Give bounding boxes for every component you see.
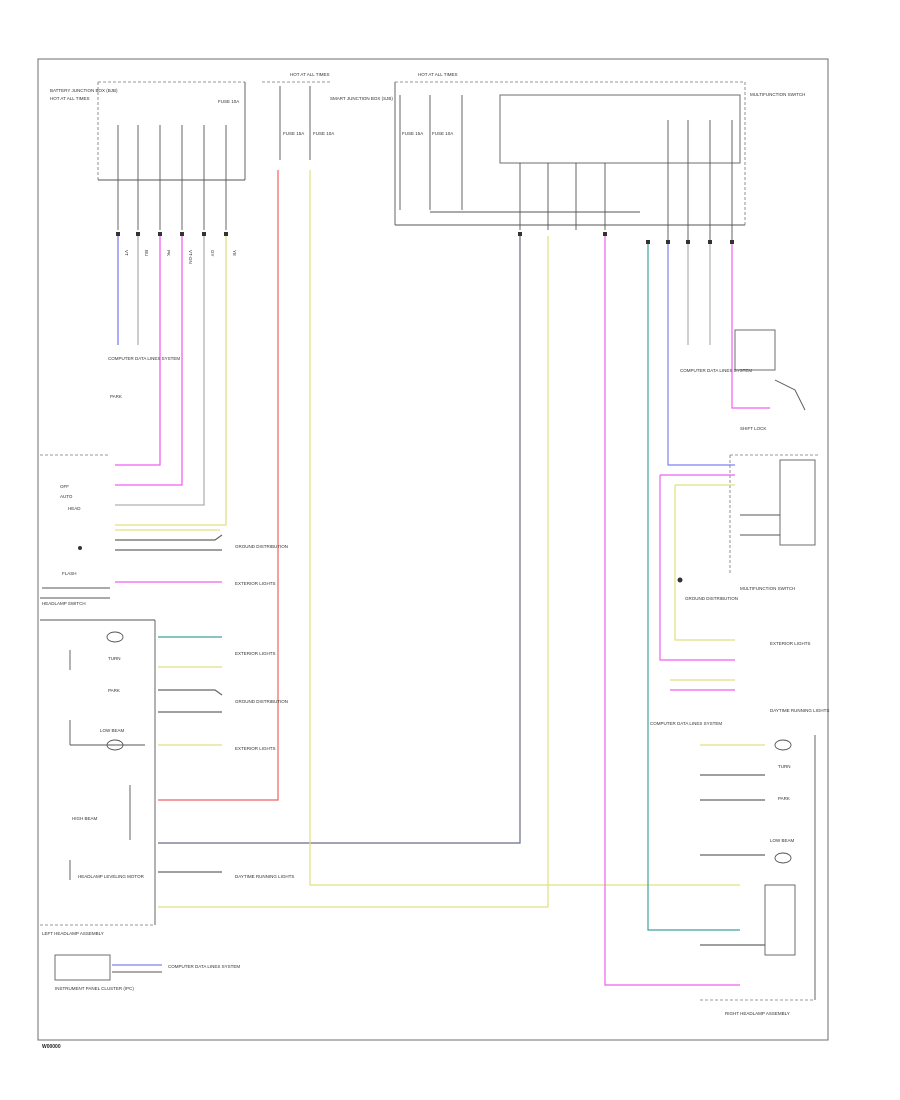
battery-junction-box: BATTERY JUNCTION BOX (BJB) HOT AT ALL TI… [50, 81, 246, 230]
switch-off-label: OFF [60, 484, 69, 489]
switch-output-wires [115, 529, 223, 583]
wire-gy: GY [210, 250, 215, 257]
ground-point [677, 577, 683, 583]
exterior-lights-label-3: EXTERIOR LIGHTS [235, 746, 276, 751]
cdl-right-label-2: COMPUTER DATA LINES SYSTEM [650, 721, 722, 726]
fuse-block-center: HOT AT ALL TIMES FUSE 15A FUSE 10A SMART… [262, 72, 393, 160]
switch-auto-label: AUTO [60, 494, 73, 499]
right-headlamp-assembly: TURN PARK LOW BEAM RIGHT HEADLAMP ASSEMB… [700, 735, 816, 1016]
right-turn-label: TURN [778, 764, 791, 769]
wire-vt-gn: VT-GN [188, 250, 193, 264]
hot-all-times-label: HOT AT ALL TIMES [290, 72, 330, 77]
bjb-label: BATTERY JUNCTION BOX (BJB) [50, 88, 118, 93]
sjb-label: SMART JUNCTION BOX (SJB) [330, 96, 393, 101]
left-headlamp-assembly: TURN PARK LOW BEAM HIGH BEAM HEADLAMP LE… [40, 619, 156, 936]
yellow-main-wire [309, 170, 740, 886]
left-leveling-label: HEADLAMP LEVELING MOTOR [78, 874, 145, 879]
headlamp-switch-label: HEADLAMP SWITCH [42, 601, 86, 606]
left-headlamp-wires [158, 170, 549, 908]
exterior-lights-label-4: EXTERIOR LIGHTS [770, 641, 811, 646]
shift-lock-label: SHIFT LOCK [740, 426, 766, 431]
wire-vt: VT [124, 250, 129, 256]
ground-dist-label-1: GROUND DISTRIBUTION [235, 544, 288, 549]
left-turn-label: TURN [108, 656, 121, 661]
sjb-hot-label: HOT AT ALL TIMES [418, 72, 458, 77]
switch-flash-label: FLASH [62, 571, 77, 576]
instrument-panel-cluster: COMPUTER DATA LINES SYSTEM INSTRUMENT PA… [54, 954, 240, 991]
left-park-label: PARK [108, 688, 120, 693]
switch-head-label: HEAD [68, 506, 81, 511]
left-high-beam-label: HIGH BEAM [72, 816, 98, 821]
smart-junction-box: HOT AT ALL TIMES MULTIFUNCTION SWITCH FU… [394, 72, 805, 240]
fuse-5-label: FUSE 10A [432, 131, 453, 136]
sjb-side-label: MULTIFUNCTION SWITCH [750, 92, 805, 97]
right-headlamp-label: RIGHT HEADLAMP ASSEMBLY [725, 1011, 790, 1016]
right-low-beam-label: LOW BEAM [770, 838, 795, 843]
connector-pins-top [116, 232, 734, 244]
footer-code: W00000 [42, 1044, 61, 1050]
exterior-lights-label-1: EXTERIOR LIGHTS [235, 581, 276, 586]
left-headlamp-label: LEFT HEADLAMP ASSEMBLY [42, 931, 104, 936]
wire-ye: YE [232, 250, 237, 256]
multifunction-switch-box: MULTIFUNCTION SWITCH [729, 454, 820, 591]
cdl-left-label: COMPUTER DATA LINES SYSTEM [108, 356, 180, 361]
diagram-frame [37, 58, 829, 1041]
daytime-running-label-1: DAYTIME RUNNING LIGHTS [235, 874, 294, 879]
daytime-running-label-2: DAYTIME RUNNING LIGHTS [770, 708, 829, 713]
ground-dist-label-3: GROUND DISTRIBUTION [685, 596, 738, 601]
headlamp-switch: OFF AUTO HEAD FLASH HEADLAMP SWITCH [40, 454, 110, 606]
right-wire-bundle [604, 236, 770, 986]
mfs-label: MULTIFUNCTION SWITCH [740, 586, 795, 591]
right-headlamp-wires [700, 744, 765, 946]
left-low-beam-label: LOW BEAM [100, 728, 125, 733]
wire-bu: BU [144, 250, 149, 256]
wire-pk: PK [166, 250, 171, 256]
ipc-label: INSTRUMENT PANEL CLUSTER (IPC) [55, 986, 134, 991]
right-switch-wires [659, 474, 735, 691]
ground-dist-label-2: GROUND DISTRIBUTION [235, 699, 288, 704]
fuse-4-label: FUSE 15A [402, 131, 423, 136]
exterior-lights-label-2: EXTERIOR LIGHTS [235, 651, 276, 656]
fuse-2-label: FUSE 15A [283, 131, 304, 136]
left-wire-bundle [115, 236, 227, 526]
bjb-hot-label: HOT AT ALL TIMES [50, 96, 90, 101]
bjb-fuse-label: FUSE 10A [218, 99, 239, 104]
right-park-label: PARK [778, 796, 790, 801]
cdl-right-label: COMPUTER DATA LINES SYSTEM [680, 368, 752, 373]
park-label-top: PARK [110, 394, 122, 399]
cdl-ipc-label: COMPUTER DATA LINES SYSTEM [168, 964, 240, 969]
fuse-3-label: FUSE 10A [313, 131, 334, 136]
shift-lock-switch: SHIFT LOCK [734, 329, 806, 431]
